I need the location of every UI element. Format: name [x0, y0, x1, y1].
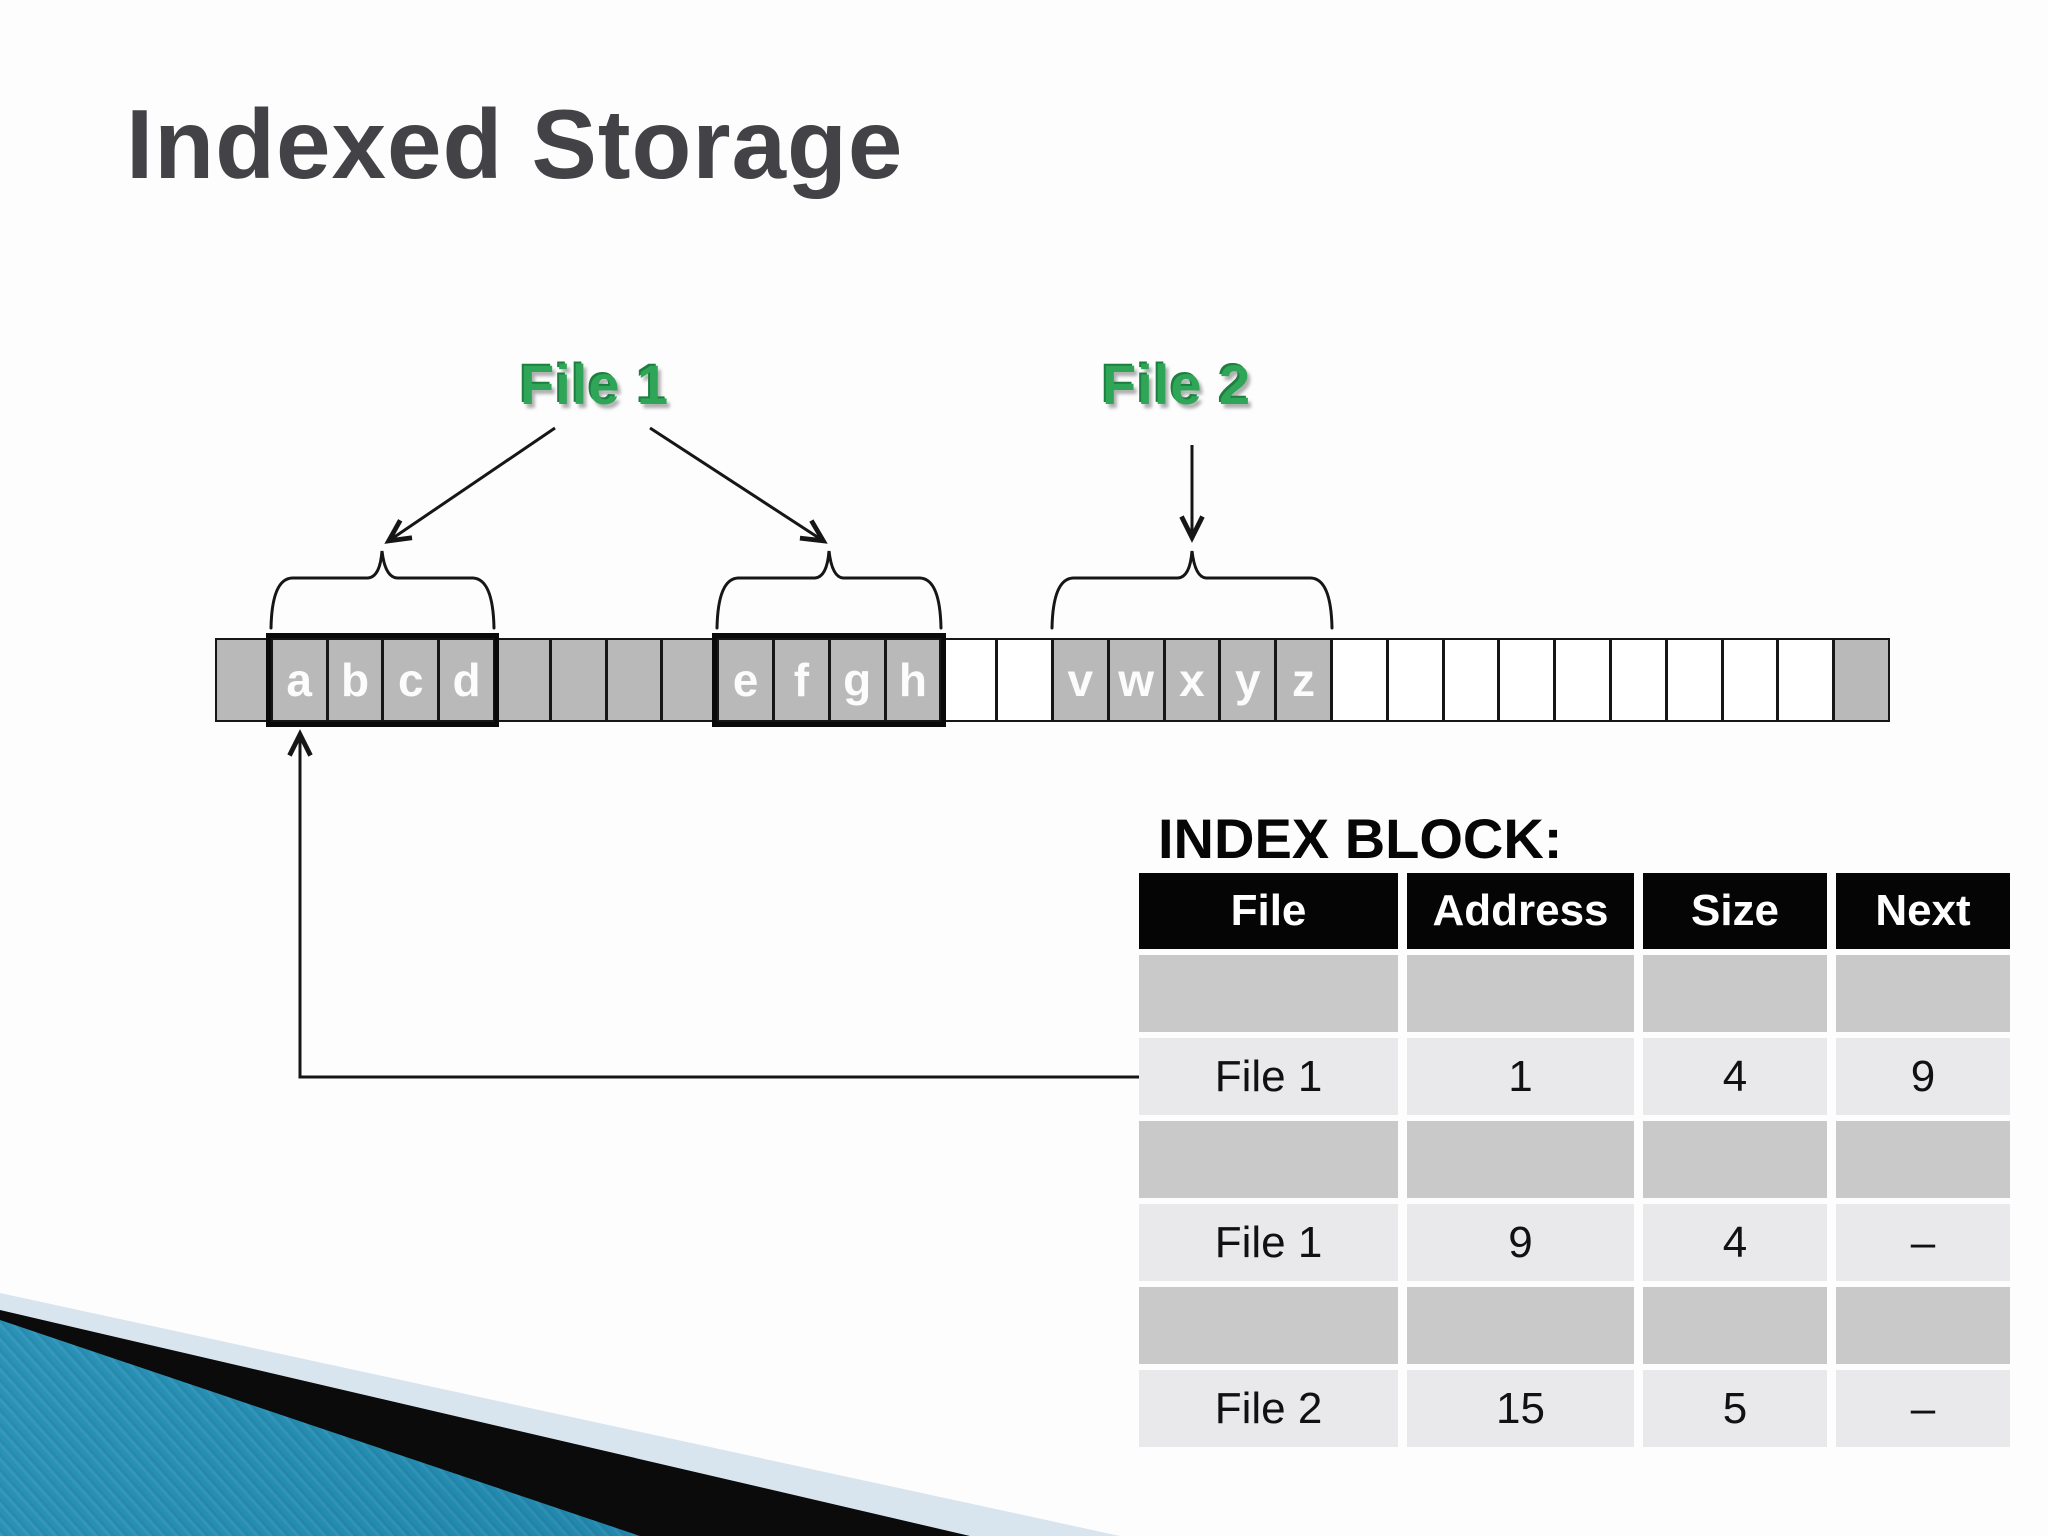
- column-header-next: Next: [1836, 873, 2010, 949]
- table-spacer-cell: [1643, 1287, 1827, 1364]
- disk-cell-letter: f: [793, 654, 810, 706]
- disk-cell-letter: b: [340, 654, 370, 706]
- disk-cell-block-7: [607, 640, 664, 720]
- disk-cell-block-23: [1500, 640, 1557, 720]
- table-cell: 5: [1643, 1370, 1827, 1447]
- disk-cell-block-22: [1444, 640, 1501, 720]
- disk-strip: a b c d e f g h v w x y z: [215, 638, 1890, 722]
- column-header-size: Size: [1643, 873, 1827, 949]
- disk-cell-block-26: [1667, 640, 1724, 720]
- disk-cell-block-9: e: [719, 640, 775, 720]
- disk-cell-block-21: [1388, 640, 1445, 720]
- table-cell: 9: [1836, 1038, 2010, 1115]
- table-cell: File 1: [1139, 1204, 1398, 1281]
- table-cell: 4: [1643, 1038, 1827, 1115]
- disk-cell-block-15: v: [1053, 640, 1110, 720]
- disk-cell-letter: h: [898, 654, 928, 706]
- disk-cell-letter: g: [843, 654, 872, 706]
- table-spacer-cell: [1836, 1287, 2010, 1364]
- disk-cell-block-1: a: [272, 640, 329, 720]
- file1-label: File 1: [520, 353, 670, 416]
- arrow-file1-extent2-icon: [649, 426, 828, 544]
- disk-cell-letter: w: [1118, 654, 1155, 706]
- table-cell: File 2: [1139, 1370, 1398, 1447]
- disk-cell-block-13: [942, 640, 999, 720]
- disk-cell-letter: c: [397, 654, 424, 706]
- table-cell: 1: [1407, 1038, 1634, 1115]
- column-header-file: File: [1139, 873, 1398, 949]
- disk-cell-block-24: [1556, 640, 1612, 720]
- slide-title: Indexed Storage: [126, 89, 904, 199]
- brace-file1-extent1-icon: [269, 550, 496, 630]
- table-cell: 15: [1407, 1370, 1634, 1447]
- table-spacer-cell: [1836, 955, 2010, 1032]
- column-header-address: Address: [1407, 873, 1634, 949]
- disk-cell-block-0: [217, 640, 273, 720]
- table-spacer-cell: [1407, 1287, 1634, 1364]
- table-spacer-cell: [1836, 1121, 2010, 1198]
- brace-file2-icon: [1050, 550, 1334, 630]
- table-spacer-cell: [1643, 955, 1827, 1032]
- arrow-file1-extent1-icon: [384, 426, 556, 544]
- table-spacer-cell: [1139, 1121, 1398, 1198]
- index-pointer-arrow-icon: [287, 729, 1139, 1079]
- disk-cell-letter: x: [1179, 654, 1205, 706]
- table-cell: 9: [1407, 1204, 1634, 1281]
- disk-cell-block-18: y: [1221, 640, 1278, 720]
- disk-cell-block-11: g: [830, 640, 887, 720]
- brace-file1-extent2-icon: [715, 550, 943, 630]
- disk-cell-block-8: [663, 640, 720, 720]
- disk-cell-block-12: h: [886, 640, 943, 720]
- disk-cell-block-14: [998, 640, 1054, 720]
- disk-cell-block-25: [1611, 640, 1668, 720]
- disk-cell-block-2: b: [328, 640, 385, 720]
- disk-cell-letter: d: [452, 654, 481, 706]
- disk-cell-block-27: [1723, 640, 1780, 720]
- disk-cell-block-28: [1779, 640, 1836, 720]
- disk-cell-block-17: x: [1165, 640, 1222, 720]
- disk-cell-block-5: [495, 640, 552, 720]
- disk-cell-block-3: c: [384, 640, 441, 720]
- table-spacer-cell: [1643, 1121, 1827, 1198]
- disk-cell-block-6: [551, 640, 608, 720]
- disk-cell-letter: a: [286, 654, 312, 706]
- table-cell: –: [1836, 1370, 2010, 1447]
- disk-cell-block-16: w: [1109, 640, 1166, 720]
- disk-cell-block-10: f: [774, 640, 831, 720]
- disk-cell-letter: v: [1067, 654, 1094, 706]
- disk-cell-block-20: [1332, 640, 1389, 720]
- disk-cell-block-19: z: [1277, 640, 1333, 720]
- disk-cell-block-29: [1835, 640, 1888, 720]
- table-spacer-cell: [1407, 1121, 1634, 1198]
- disk-cell-letter: e: [732, 654, 759, 706]
- file2-label: File 2: [1102, 353, 1252, 416]
- table-cell: –: [1836, 1204, 2010, 1281]
- index-block-heading: INDEX BLOCK:: [1158, 807, 1563, 870]
- disk-cell-block-4: d: [440, 640, 496, 720]
- table-cell: File 1: [1139, 1038, 1398, 1115]
- disk-cell-letter: y: [1234, 654, 1261, 706]
- table-spacer-cell: [1139, 955, 1398, 1032]
- disk-cell-letter: z: [1292, 654, 1316, 706]
- table-spacer-cell: [1139, 1287, 1398, 1364]
- table-spacer-cell: [1407, 955, 1634, 1032]
- table-cell: 4: [1643, 1204, 1827, 1281]
